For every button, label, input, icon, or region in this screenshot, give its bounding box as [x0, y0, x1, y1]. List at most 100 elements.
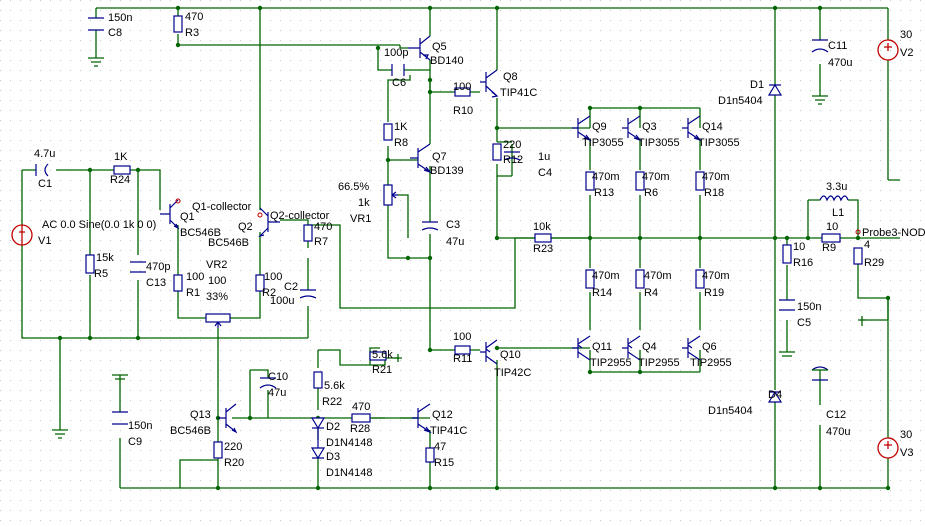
- label-r19-value: 470m: [702, 270, 730, 282]
- label-r16-value: 10: [793, 241, 805, 253]
- label-q13-ref: Q13: [190, 409, 211, 421]
- label-r1-ref: R1: [186, 287, 200, 299]
- label-c12-ref: C12: [826, 409, 846, 421]
- label-r18-value: 470m: [702, 171, 730, 183]
- res-r29: [853, 247, 863, 265]
- label-r5-value: 15k: [96, 252, 114, 264]
- label-c6-ref: C6: [392, 77, 406, 89]
- label-q6-value: TIP2955: [690, 357, 732, 369]
- label-r15-value: 47: [434, 441, 446, 453]
- pot-vr1: [383, 184, 393, 206]
- transistor-q3: [622, 115, 642, 142]
- label-r6-ref: R6: [644, 187, 658, 199]
- diode-d1: [767, 83, 783, 96]
- diodes[interactable]: [310, 83, 783, 460]
- label-q12-ref: Q12: [432, 409, 453, 421]
- label-r24-value: 1K: [114, 151, 128, 163]
- label-l1-ref: L1: [832, 207, 844, 219]
- label-r12-value: 220: [503, 139, 521, 151]
- label-q12-value: TIP41C: [430, 425, 467, 437]
- ground-symbols: [52, 57, 866, 439]
- transistor-q13: [218, 403, 238, 434]
- cap-c12: [811, 366, 829, 381]
- res-r4: [635, 269, 645, 289]
- res-r13: [585, 171, 595, 191]
- label-c8-value: 150n: [108, 12, 132, 24]
- res-r21: [369, 351, 387, 361]
- label-q2-probe: Q2-collector: [270, 210, 330, 222]
- transistors[interactable]: [160, 35, 702, 434]
- res-r6: [635, 171, 645, 191]
- cap-c5: [779, 299, 795, 311]
- res-r15: [425, 447, 435, 463]
- label-r4-value: 470m: [644, 270, 672, 282]
- label-q14-value: TIP3055: [698, 137, 740, 149]
- label-q9-value: TIP3055: [582, 137, 624, 149]
- label-r2-value: 100: [264, 271, 282, 283]
- label-q11-value: TIP2955: [590, 357, 632, 369]
- res-r1: [173, 274, 183, 292]
- transistor-q6: [682, 335, 701, 361]
- label-q7-ref: Q7: [432, 151, 447, 163]
- label-r5-ref: R5: [94, 268, 108, 280]
- label-r21-value: 5.6k: [372, 349, 393, 361]
- cap-c8: [88, 17, 104, 31]
- label-vr2-ref: VR2: [206, 259, 227, 271]
- label-q1-probe: Q1-collector: [192, 201, 252, 213]
- label-c3-value: 47u: [446, 236, 464, 248]
- res-r10: [454, 87, 471, 97]
- label-d4-value: D1n5404: [708, 405, 753, 417]
- label-q11-ref: Q11: [592, 341, 612, 353]
- capacitors[interactable]: [35, 17, 829, 425]
- label-r22-ref: R22: [322, 396, 342, 408]
- res-r22: [313, 371, 323, 389]
- label-r28-value: 470: [352, 401, 370, 413]
- transistor-q10: [480, 339, 498, 365]
- label-r2-ref: R2: [262, 287, 276, 299]
- label-r19-ref: R19: [704, 287, 724, 299]
- label-r23-value: 10k: [533, 221, 551, 233]
- label-r21-ref: R21: [372, 364, 392, 376]
- label-c6-value: 100p: [384, 47, 408, 59]
- label-r4-ref: R4: [644, 287, 658, 299]
- label-probe3: Probe3-NODE: [862, 227, 925, 239]
- label-r12-ref: R12: [503, 154, 523, 166]
- inductor-l1[interactable]: [819, 195, 849, 202]
- cap-c1: [35, 163, 49, 177]
- label-r3-ref: R3: [185, 27, 199, 39]
- label-c2-ref: C2: [284, 281, 298, 293]
- label-r10-ref: R10: [453, 105, 473, 117]
- label-c1-ref: C1: [38, 178, 52, 190]
- label-q1-ref: Q1: [180, 211, 195, 223]
- label-c5-value: 150n: [797, 301, 821, 313]
- cap-c4: [503, 151, 521, 161]
- label-v3-value: 30: [900, 429, 912, 441]
- label-c10-value: 47u: [268, 387, 286, 399]
- label-c1-value: 4.7u: [34, 148, 55, 160]
- label-c13-value: 470p: [146, 261, 170, 273]
- label-r3-value: 470: [185, 11, 203, 23]
- label-q3-value: TIP3055: [638, 137, 680, 149]
- label-q10-value: TIP42C: [494, 367, 531, 379]
- resistors[interactable]: [85, 15, 863, 463]
- label-d1-value: D1n5404: [718, 95, 763, 107]
- label-r9-ref: R9: [822, 242, 836, 254]
- label-r7-ref: R7: [314, 236, 328, 248]
- voltage-sources[interactable]: [11, 39, 899, 459]
- cap-c11: [811, 39, 829, 53]
- diode-d4: [767, 390, 783, 403]
- label-v2-value: 30: [900, 29, 912, 41]
- transistor-q11: [572, 335, 591, 361]
- cap-c10: [259, 377, 277, 389]
- label-c8-ref: C8: [108, 27, 122, 39]
- label-d2-value: D1N4148: [326, 437, 372, 449]
- label-r22-value: 5.6k: [324, 380, 345, 392]
- probe-markers[interactable]: [175, 198, 861, 235]
- label-c9-value: 150n: [128, 420, 152, 432]
- res-r2: [255, 274, 265, 292]
- label-d4-ref: D4: [768, 389, 782, 401]
- component-labels: 150n C8 470 R3 100p C6 Q5 BD140 Q8 TIP41…: [34, 11, 925, 479]
